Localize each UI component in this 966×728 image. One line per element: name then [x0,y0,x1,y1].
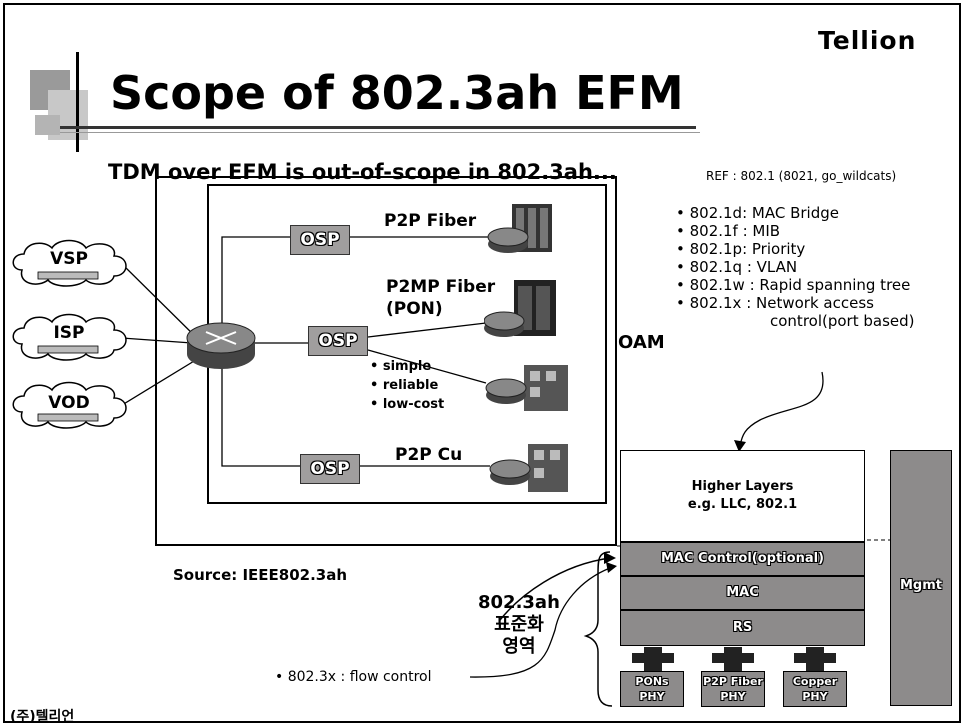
building-equipment-icon [484,355,574,417]
interface-connector-icon [712,647,754,671]
server-equipment-icon [486,202,566,258]
standard-scope-label: 802.3ah 표준화 영역 [478,592,560,658]
phy-label: PHY [702,689,764,704]
link-label-p2p-cu: P2P Cu [395,445,462,465]
higher-layers-example: e.g. LLC, 802.1 [688,496,797,514]
link-label-p2p-fiber: P2P Fiber [384,211,476,231]
standard-name: 802.3ah [478,592,560,614]
cloud-label-isp: ISP [37,323,101,343]
copper-phy-box: Copper PHY [783,671,847,707]
flow-control-note: • 802.3x : flow control [275,669,432,685]
phy-label: PHY [621,689,683,704]
interface-connector-icon [632,647,674,671]
phy-type: PONs [621,674,683,689]
osp-box: OSP [290,225,350,255]
feature-item: • simple [370,357,444,376]
oam-label: OAM [618,332,665,353]
rs-layer: RS [620,610,865,646]
link-label-pon: (PON) [386,299,443,319]
pon-phy-box: PONs PHY [620,671,684,707]
cloud-label-vod: VOD [37,393,101,413]
link-label-p2mp-fiber: P2MP Fiber [386,277,495,297]
standard-scope-text: 영역 [478,636,560,658]
phy-label: PHY [784,689,846,704]
mgmt-layer: Mgmt [890,450,952,706]
company-name: (주)텔리언 [10,706,74,726]
router-icon [184,318,258,372]
source-label: Source: IEEE802.3ah [173,566,347,584]
cloud-label-vsp: VSP [37,249,101,269]
mac-control-layer: MAC Control(optional) [620,542,865,576]
interface-connector-icon [794,647,836,671]
osp-box: OSP [300,454,360,484]
osp-box: OSP [308,326,368,356]
standard-scope-text: 표준화 [478,614,560,636]
pon-features: • simple • reliable • low-cost [370,357,444,414]
p2p-fiber-phy-box: P2P Fiber PHY [701,671,765,707]
phy-type: Copper [784,674,846,689]
higher-layers-title: Higher Layers [692,478,794,496]
phy-type: P2P Fiber [702,674,764,689]
server-equipment-icon [484,278,564,340]
higher-layers-box: Higher Layers e.g. LLC, 802.1 [620,450,865,542]
mac-layer: MAC [620,576,865,610]
feature-item: • low-cost [370,395,444,414]
building-equipment-icon [488,438,574,498]
feature-item: • reliable [370,376,444,395]
